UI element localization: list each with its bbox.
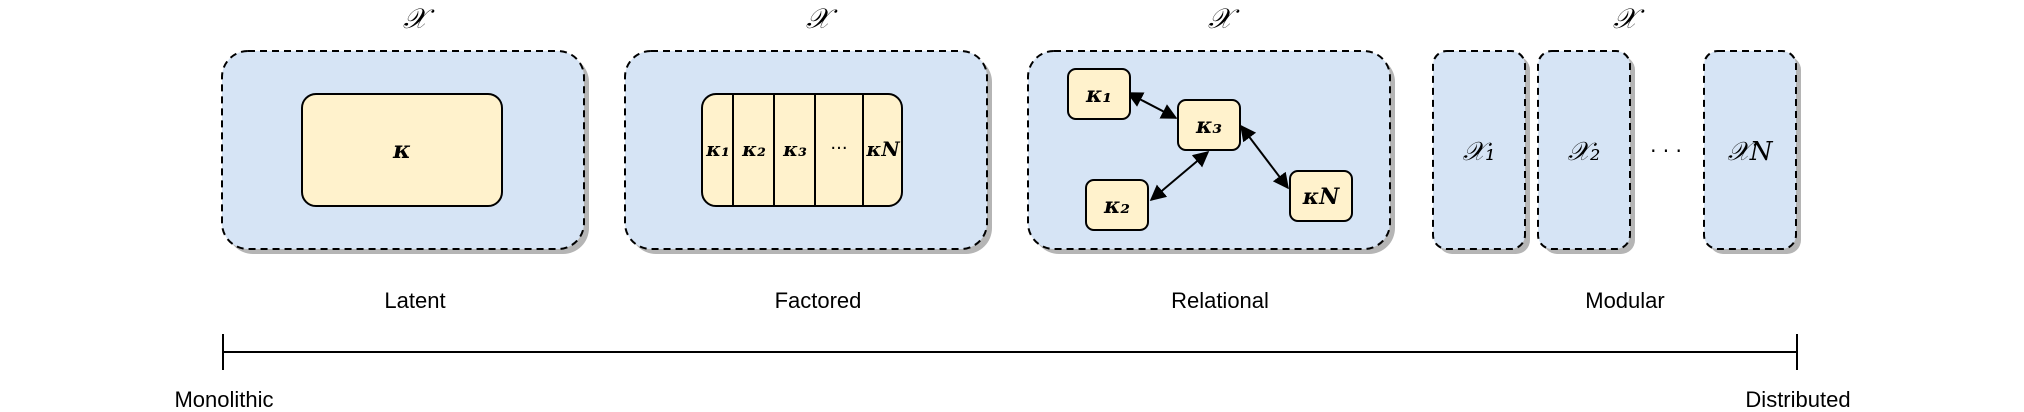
relational-node-k2	[1085, 179, 1149, 231]
relational-panel: 𝒳 κ₁ κ₃ κ₂ κN Relational	[1027, 2, 1395, 313]
modular-ellipsis: · · ·	[1650, 139, 1682, 163]
factored-cell-ellipsis: ···	[830, 138, 847, 159]
edge-k3-kn	[1240, 124, 1289, 190]
latent-set-symbol: 𝒳	[403, 2, 435, 35]
factored-cell-1: κ₁	[705, 137, 730, 161]
relational-node-kn	[1289, 170, 1353, 222]
module-n	[1703, 50, 1797, 250]
module-n-label: 𝒳N	[1727, 137, 1773, 167]
module-1-label: 𝒳₁	[1463, 137, 1496, 167]
relational-node-k3	[1177, 99, 1241, 151]
latent-kappa-node	[301, 93, 503, 207]
edge-k2-k3	[1149, 150, 1210, 202]
factored-set-symbol: 𝒳	[806, 2, 838, 35]
module-2	[1537, 50, 1631, 250]
latent-label: Latent	[384, 288, 445, 313]
edge-k1-k3	[1126, 92, 1178, 119]
relational-node-k3-label: κ₃	[1195, 113, 1222, 139]
modular-label: Modular	[1585, 288, 1664, 313]
latent-panel: 𝒳 κ Latent	[221, 2, 589, 313]
relational-node-k2-label: κ₂	[1103, 193, 1130, 219]
relational-node-k1-label: κ₁	[1085, 82, 1112, 108]
modular-set-symbol: 𝒳	[1613, 2, 1645, 35]
factored-label: Factored	[775, 288, 862, 313]
relational-label: Relational	[1171, 288, 1269, 313]
relational-set-symbol: 𝒳	[1208, 2, 1240, 35]
factored-node-strip	[701, 93, 903, 207]
relational-node-k1	[1067, 68, 1131, 120]
factored-cell-3: κ₃	[782, 137, 807, 161]
axis-label-distributed: Distributed	[1745, 387, 1850, 412]
factored-panel: 𝒳 κ₁ κ₂ κ₃ ··· κN Factored	[624, 2, 992, 313]
latent-kappa-label: κ	[392, 135, 411, 164]
factored-cell-n: κN	[865, 137, 900, 161]
spectrum-axis: Monolithic Distributed	[174, 334, 1851, 412]
factored-cell-2: κ₂	[741, 137, 766, 161]
modular-panel: 𝒳 𝒳₁ 𝒳₂ · · · 𝒳N Modular	[1432, 2, 1801, 313]
module-2-label: 𝒳₂	[1568, 137, 1601, 167]
relational-node-kn-label: κN	[1302, 184, 1340, 210]
module-1	[1432, 50, 1526, 250]
axis-label-monolithic: Monolithic	[174, 387, 273, 412]
